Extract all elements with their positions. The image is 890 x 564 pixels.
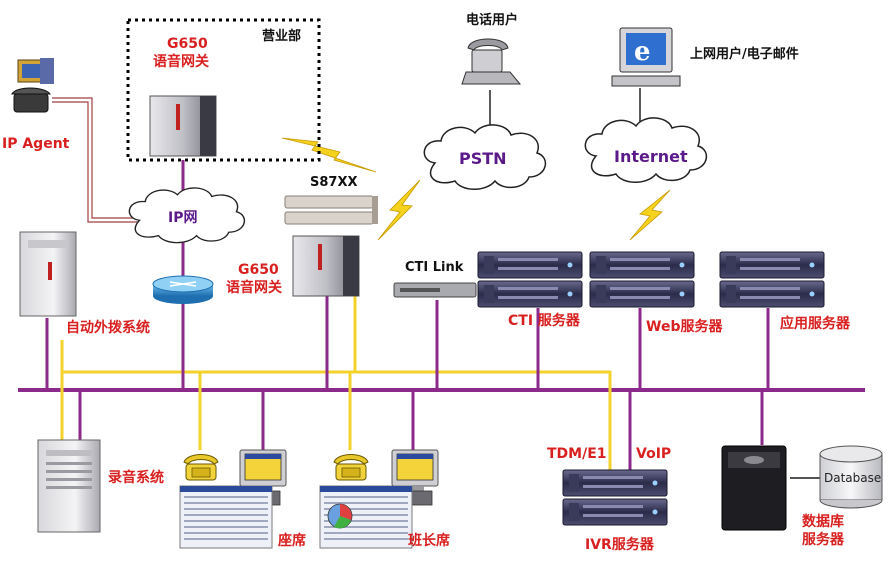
lightning-icon [377,179,421,241]
cti-server-label: CTI 服务器 [508,312,581,329]
gateway-mid-name: 语音网关 [226,279,282,296]
internet-user-label: 上网用户/电子邮件 [690,46,799,62]
gateway-top-device[interactable] [149,95,217,157]
pstn-label: PSTN [459,149,507,168]
db-server-label-2: 服务器 [802,531,845,548]
ip-agent-wire-2 [52,101,140,223]
web-server-label: Web服务器 [646,318,723,335]
lightning-icon [629,189,671,241]
lightning-icon [281,137,377,173]
gateway-top-model: G650 [167,36,208,52]
sales-office-label: 营业部 [262,28,301,44]
ip-agent-phone-icon [11,87,52,113]
recording-device[interactable] [37,439,101,533]
gateway-mid-device[interactable] [292,235,360,297]
voice-line-horizontal [62,370,612,470]
team-leader-label: 班长席 [408,532,450,549]
phone-user-icon [461,38,522,85]
ip-agent-wire [52,97,140,219]
connection-lines [18,88,865,479]
switch-device[interactable] [284,195,378,225]
database-cylinder[interactable] [819,445,883,509]
internet-label: Internet [614,147,688,166]
ip-agent-label: IP Agent [2,136,70,152]
ivr-server-label: IVR服务器 [585,536,655,553]
cti-link-device[interactable] [393,282,477,298]
tdm-e1-label: TDM/E1 [547,446,607,462]
router-device[interactable] [152,275,214,304]
db-server-tower[interactable] [721,445,787,531]
web-server-device[interactable] [589,251,695,308]
app-server-device[interactable] [719,251,825,308]
recording-label: 录音系统 [108,469,164,486]
database-label: Database [824,471,881,485]
switch-model-label: S87XX [310,175,358,190]
ip-agent-laptop-icon [17,58,54,84]
voip-label: VoIP [636,446,671,462]
gateway-mid-model: G650 [238,262,279,278]
ie-icon: e [634,37,651,67]
agent-seat-label: 座席 [278,532,306,549]
internet-user-computer: e [611,27,681,87]
ivr-server-device[interactable] [562,469,668,526]
leader-app-screenshot [319,485,413,549]
auto-dialer-label: 自动外拨系统 [66,319,150,336]
phone-user-label: 电话用户 [466,12,518,28]
gateway-top-name: 语音网关 [153,53,209,70]
auto-dialer-device[interactable] [19,231,77,317]
agent-phone-icon [183,454,219,481]
leader-phone-icon [333,454,369,481]
sales-office: 营业部 G650 语音网关 [126,18,321,162]
sales-office-frame [126,18,321,162]
db-server-label-1: 数据库 [802,513,844,530]
cti-link-label: CTI Link [405,260,464,275]
ip-network-label: IP网 [168,210,197,226]
cti-server-device[interactable] [477,251,583,308]
app-server-label: 应用服务器 [780,315,851,332]
wireless-links [281,137,671,241]
agent-app-screenshot [179,485,273,549]
